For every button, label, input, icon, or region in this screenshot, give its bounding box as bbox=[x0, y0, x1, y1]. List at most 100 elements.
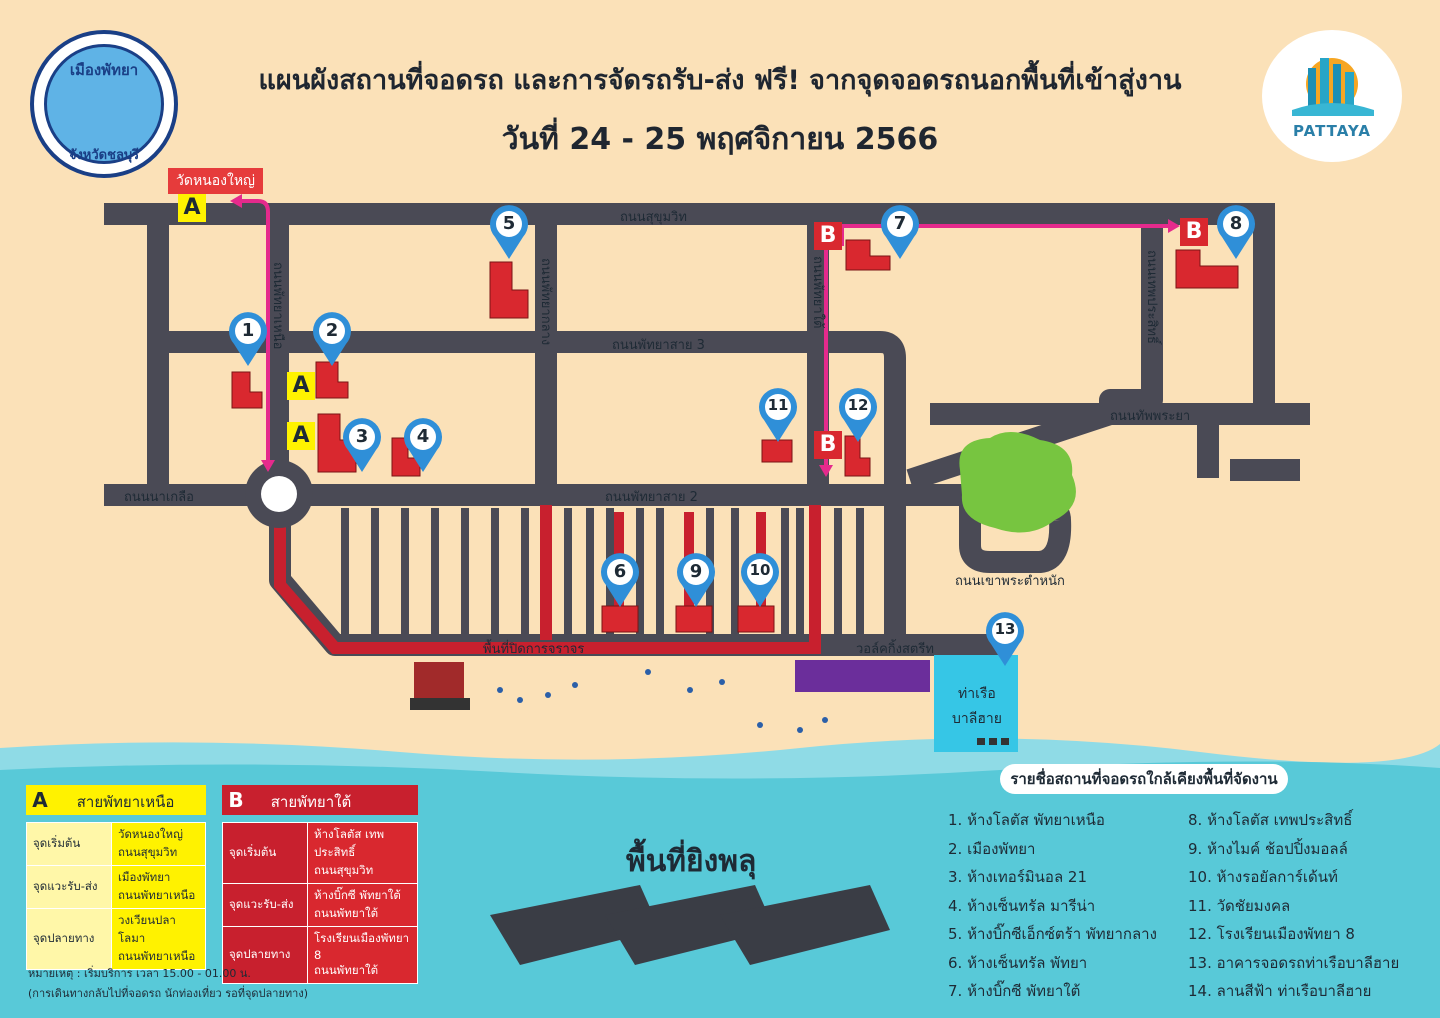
parking-list-item: 6. ห้างเซ็นทรัล พัทยา bbox=[948, 953, 1088, 972]
legend-row-value: วัดหนองใหญ่ถนนสุขุมวิท bbox=[111, 822, 206, 866]
pattaya-brand-logo: PATTAYA bbox=[1262, 30, 1402, 162]
legend-b-name: สายพัทยาใต้ bbox=[270, 793, 352, 811]
wat-nong-yai-tag: วัดหนองใหญ่ bbox=[168, 168, 263, 194]
barge-1 bbox=[490, 885, 660, 965]
road-label-pattaya-sai-3: ถนนพัทยาสาย 3 bbox=[612, 338, 705, 353]
road-thepprasit bbox=[906, 214, 1163, 491]
logo-left-top-text: เมืองพัทยา bbox=[69, 61, 139, 79]
closed-road-area bbox=[274, 505, 821, 654]
crowd bbox=[497, 669, 828, 733]
location-pin-4: 4 bbox=[403, 418, 443, 474]
pier-label-line1: ท่าเรือ bbox=[958, 686, 996, 702]
legend-row: จุดแวะรับ-ส่งห้างบิ๊กซี พัทยาใต้ถนนพัทยา… bbox=[222, 883, 418, 927]
purple-zone bbox=[795, 660, 930, 692]
pin-number: 2 bbox=[325, 320, 339, 341]
legend-value-line2: ถนนพัทยาใต้ bbox=[314, 963, 379, 977]
road-label-sukhumvit: ถนนสุขุมวิท bbox=[620, 210, 687, 225]
route-a-stop-badge: A bbox=[287, 422, 315, 450]
road-label-thappraya: ถนนทัพพระยา bbox=[1110, 409, 1191, 424]
service-hours-note: หมายเหตุ : เริ่มบริการ เวลา 15.00 - 01.0… bbox=[28, 967, 251, 980]
legend-value-line2: ถนนพัทยาเหนือ bbox=[118, 949, 196, 963]
parking-list-item: 7. ห้างบิ๊กซี พัทยาใต้ bbox=[948, 982, 1081, 1000]
road-label-closed-area: พื้นที่ปิดการจราจร bbox=[483, 642, 585, 657]
legend-row-label: จุดแวะรับ-ส่ง bbox=[222, 883, 308, 927]
location-pin-6: 6 bbox=[600, 553, 640, 609]
parking-list-item: 13. อาคารจอดรถท่าเรือบาลีฮาย bbox=[1188, 953, 1400, 972]
route-b-end-badge: B bbox=[814, 431, 842, 459]
legend-value-line1: วงเวียนปลาโลมา bbox=[118, 913, 176, 945]
parking-list-item: 3. ห้างเทอร์มินอล 21 bbox=[948, 868, 1087, 886]
pier-label-line2: บาลีฮาย bbox=[952, 711, 1002, 727]
bali-hai-pier bbox=[934, 655, 1018, 752]
route-b-start-badge: B bbox=[1180, 218, 1208, 246]
road-label-pattaya-klang: ถนนพัทยากลาง bbox=[538, 258, 553, 346]
location-pin-1: 1 bbox=[228, 312, 268, 368]
pattaya-city-logo: เมืองพัทยา จังหวัดชลบุรี bbox=[30, 30, 178, 178]
road-label-khaophratamnak: ถนนเขาพระตำหนัก bbox=[955, 574, 1065, 589]
location-pin-2: 2 bbox=[312, 312, 352, 368]
parking-list-title: รายชื่อสถานที่จอดรถใกล้เคียงพื้นที่จัดงา… bbox=[1000, 764, 1288, 794]
legend-a-table: จุดเริ่มต้นวัดหนองใหญ่ถนนสุขุมวิทจุดแวะร… bbox=[26, 822, 206, 970]
road-label-pattaya-sai-2: ถนนพัทยาสาย 2 bbox=[605, 490, 698, 505]
legend-row-value: เมืองพัทยาถนนพัทยาเหนือ bbox=[111, 865, 206, 909]
pin-number: 1 bbox=[241, 320, 255, 341]
parking-buildings bbox=[231, 239, 1239, 633]
pin-number: 10 bbox=[749, 561, 771, 579]
pin-number: 7 bbox=[893, 213, 907, 234]
legend-value-line2: ถนนพัทยาเหนือ bbox=[118, 888, 196, 902]
legend-value-line2: ถนนสุขุมวิท bbox=[314, 863, 374, 877]
legend-b-table: จุดเริ่มต้นห้างโลตัส เทพประสิทธิ์ถนนสุขุ… bbox=[222, 822, 418, 984]
road-pattaya-sai-3 bbox=[158, 331, 906, 495]
barge-3 bbox=[720, 885, 890, 965]
route-a-stop-badge: A bbox=[287, 372, 315, 400]
hill-khaophratamnak bbox=[959, 431, 1076, 533]
legend-row: จุดปลายทางวงเวียนปลาโลมาถนนพัทยาเหนือ bbox=[26, 908, 206, 970]
parking-list-item: 11. วัดชัยมงคล bbox=[1188, 896, 1291, 915]
road-label-pattaya-north: ถนนพัทยาเหนือ bbox=[270, 262, 285, 350]
pin-number: 9 bbox=[689, 561, 703, 582]
pin-number: 11 bbox=[767, 396, 789, 414]
location-pin-5: 5 bbox=[489, 205, 529, 261]
location-pin-12: 12 bbox=[838, 388, 878, 444]
parking-list-item: 1. ห้างโลตัส พัทยาเหนือ bbox=[948, 811, 1105, 829]
road-label-pattaya-tai: ถนนพัทยาใต้ bbox=[810, 256, 825, 329]
route-arrows bbox=[230, 194, 1180, 477]
parking-list-item: 4. ห้างเซ็นทรัล มารีน่า bbox=[948, 896, 1096, 915]
location-pin-8: 8 bbox=[1216, 205, 1256, 261]
fireworks-area-label: พื้นที่ยิงพลุ bbox=[626, 844, 757, 879]
legend-value-line1: โรงเรียนเมืองพัทยา 8 bbox=[314, 931, 410, 962]
location-pin-9: 9 bbox=[676, 553, 716, 609]
legend-value-line1: ห้างบิ๊กซี พัทยาใต้ bbox=[314, 888, 401, 902]
legend-a-header: A สายพัทยาเหนือ bbox=[26, 785, 206, 815]
legend-row-value: ห้างโลตัส เทพประสิทธิ์ถนนสุขุมวิท bbox=[307, 822, 418, 884]
concert-stage bbox=[414, 662, 464, 700]
brand-wordmark: PATTAYA bbox=[1293, 122, 1371, 140]
route-b-stop-badge: B bbox=[814, 222, 842, 250]
city-skyline-icon bbox=[1292, 58, 1374, 116]
road-label-walking-street: วอล์คกิ้งสตรีท bbox=[856, 642, 934, 657]
pin-number: 12 bbox=[847, 396, 869, 414]
parking-list-item: 9. ห้างไมค์ ช้อปปิ้งมอลล์ bbox=[1188, 839, 1348, 858]
event-date: วันที่ 24 - 25 พฤศจิกายน 2566 bbox=[501, 122, 939, 157]
parking-list-item: 10. ห้างรอยัลการ์เด้นท์ bbox=[1188, 868, 1338, 886]
location-pin-3: 3 bbox=[342, 418, 382, 474]
parking-list-item: 5. ห้างบิ๊กซีเอ็กซ์ตร้า พัทยากลาง bbox=[948, 925, 1157, 943]
road-label-naklua: ถนนนาเกลือ bbox=[124, 490, 194, 505]
legend-row: จุดเริ่มต้นวัดหนองใหญ่ถนนสุขุมวิท bbox=[26, 822, 206, 866]
legend-row-value: ห้างบิ๊กซี พัทยาใต้ถนนพัทยาใต้ bbox=[307, 883, 418, 927]
legend-a-name: สายพัทยาเหนือ bbox=[76, 793, 175, 811]
location-pin-10: 10 bbox=[740, 553, 780, 609]
legend-row-label: จุดปลายทาง bbox=[26, 908, 112, 970]
legend-value-line1: เมืองพัทยา bbox=[118, 870, 171, 884]
arrow-down-icon bbox=[819, 465, 833, 477]
route-a-line bbox=[240, 199, 270, 460]
legend-value-line1: ห้างโลตัส เทพประสิทธิ์ bbox=[314, 827, 385, 859]
legend-row: จุดเริ่มต้นห้างโลตัส เทพประสิทธิ์ถนนสุขุ… bbox=[222, 822, 418, 884]
pin-number: 13 bbox=[994, 620, 1016, 638]
pin-number: 8 bbox=[1229, 213, 1243, 234]
pin-number: 3 bbox=[355, 426, 369, 447]
road-label-thepprasit: ถนนเทพประสิทธิ์ bbox=[1144, 250, 1159, 344]
location-pin-7: 7 bbox=[880, 205, 920, 261]
fireworks-barges bbox=[490, 885, 890, 965]
